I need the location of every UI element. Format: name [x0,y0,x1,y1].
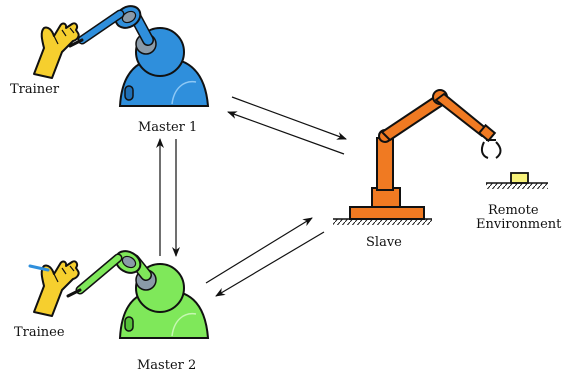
trainer-label: Trainer [10,82,60,97]
slave-label: Slave [366,235,402,250]
trainer-hand-icon [33,22,80,79]
master-1-label: Master 1 [138,120,197,135]
master-2-robot [66,250,210,339]
slave-robot-arm-icon [333,89,502,225]
trainee-label: Trainee [14,325,65,340]
remote-label-line-2: Environment [476,217,562,232]
master-2-label: Master 2 [137,358,196,373]
arrow-slave-to-master2 [215,231,325,297]
arrow-slave-to-master1 [227,111,345,155]
remote-environment-icon [486,172,548,189]
trainee-hand-icon [28,260,80,317]
arrow-master2-to-slave [205,217,313,284]
remote-label-line-1: Remote [488,203,539,218]
arrow-master1-to-slave [231,96,347,140]
signal-arrows [156,96,347,297]
master-1-robot [68,5,210,107]
